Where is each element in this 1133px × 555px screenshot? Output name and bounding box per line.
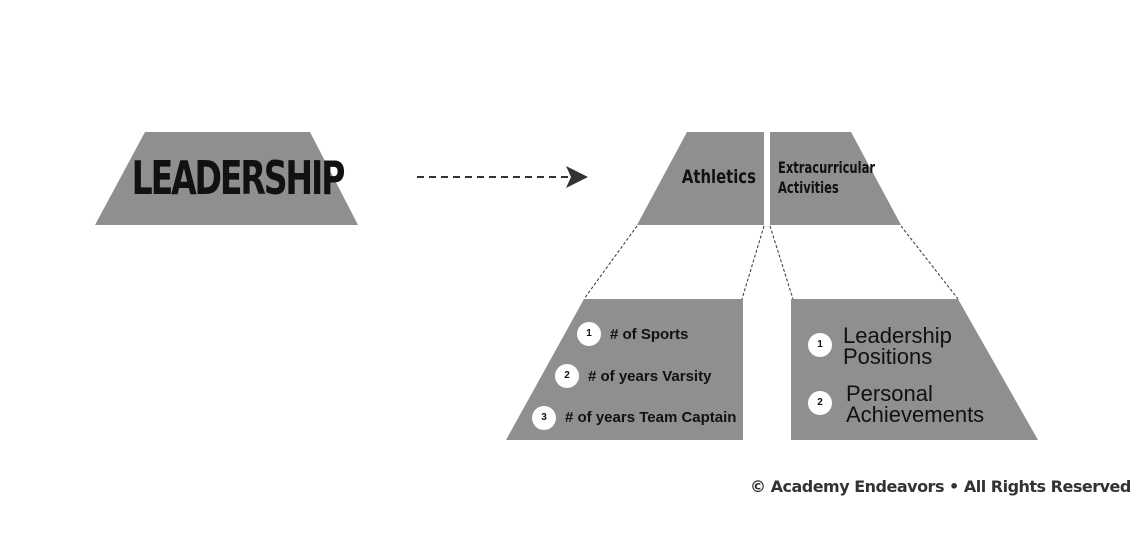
- connector-line: [769, 225, 794, 300]
- extracurricular-detail-shape: [791, 299, 1038, 440]
- connector-line: [741, 225, 765, 300]
- copyright-notice: © Academy Endeavors • All Rights Reserve…: [750, 477, 1131, 496]
- leadership-label: LEADERSHIP: [131, 151, 346, 205]
- extracurricular-label-line2: Activities: [778, 178, 839, 197]
- item-line2: Achievements: [846, 402, 985, 427]
- number-badge: 3: [532, 406, 556, 430]
- number-badge: 2: [555, 364, 579, 388]
- extracurricular-label: Extracurricular Activities: [778, 158, 875, 198]
- leadership-trapezoid: [95, 132, 358, 225]
- extracurricular-item-leadership: Leadership Positions: [843, 323, 952, 369]
- athletics-item-varsity: # of years Varsity: [588, 368, 712, 385]
- athletics-shape: [637, 132, 764, 225]
- athletics-label: Athletics: [681, 166, 756, 188]
- item-line1: Leadership: [843, 323, 952, 348]
- connector-line: [900, 225, 959, 300]
- item-line2: Positions: [843, 344, 933, 369]
- arrow-head-icon: [566, 166, 588, 188]
- number-badge: 1: [577, 322, 601, 346]
- athletics-detail-shape: [506, 299, 743, 440]
- athletics-item-captain: # of years Team Captain: [565, 409, 737, 426]
- number-badge: 1: [808, 333, 832, 357]
- number-badge: 2: [808, 391, 832, 415]
- extracurricular-item-achievements: Personal Achievements: [846, 381, 985, 427]
- athletics-item-sports: # of Sports: [610, 326, 689, 343]
- item-line1: Personal: [846, 381, 933, 406]
- extracurricular-shape: [770, 132, 901, 225]
- extracurricular-label-line1: Extracurricular: [778, 158, 876, 177]
- connector-line: [583, 225, 638, 300]
